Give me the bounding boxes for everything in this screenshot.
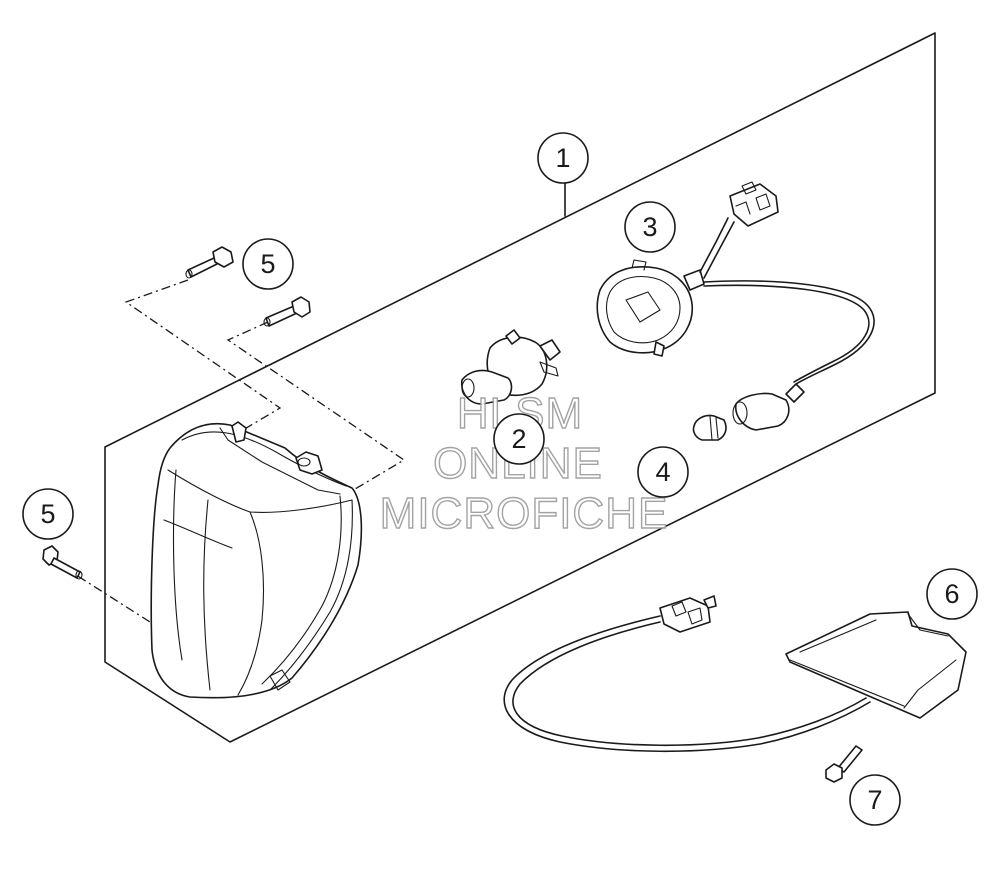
callout-5-left: 5 — [22, 488, 74, 540]
headlight-bulb — [460, 329, 561, 405]
callout-1: 1 — [537, 132, 589, 184]
callout-7: 7 — [849, 774, 901, 826]
callout-5-upper: 5 — [242, 238, 294, 290]
callout-2-label: 2 — [511, 424, 526, 454]
plate-lamp-connector — [659, 595, 717, 633]
headlight-housing — [150, 421, 363, 699]
bolt-alignment-lines — [61, 279, 406, 623]
callout-2: 2 — [493, 413, 545, 465]
callout-5-left-label: 5 — [40, 499, 55, 529]
bolt-upper-left — [185, 246, 234, 279]
plate-lamp-screw — [825, 745, 863, 783]
callout-7-label: 7 — [867, 785, 882, 815]
callout-5-upper-label: 5 — [260, 249, 275, 279]
callout-4: 4 — [637, 446, 689, 498]
socket-wiring — [699, 217, 875, 385]
assembly-frame — [104, 32, 936, 743]
bolt-upper-right — [263, 296, 311, 327]
parking-light-socket — [732, 383, 805, 431]
callout-6: 6 — [926, 568, 978, 620]
callout-3: 3 — [624, 201, 676, 253]
watermark-line-3: MICROFICHE — [380, 489, 669, 538]
socket-connector — [729, 181, 779, 227]
plate-lamp-cable — [503, 615, 871, 753]
callout-1-label: 1 — [555, 143, 570, 173]
bolt-left — [42, 545, 83, 580]
bulb-socket — [596, 259, 705, 357]
callout-6-label: 6 — [944, 579, 959, 609]
plate-lamp — [785, 611, 967, 719]
callout-3-label: 3 — [642, 212, 657, 242]
callout-4-label: 4 — [655, 457, 670, 487]
parking-light-bulb — [692, 414, 727, 441]
